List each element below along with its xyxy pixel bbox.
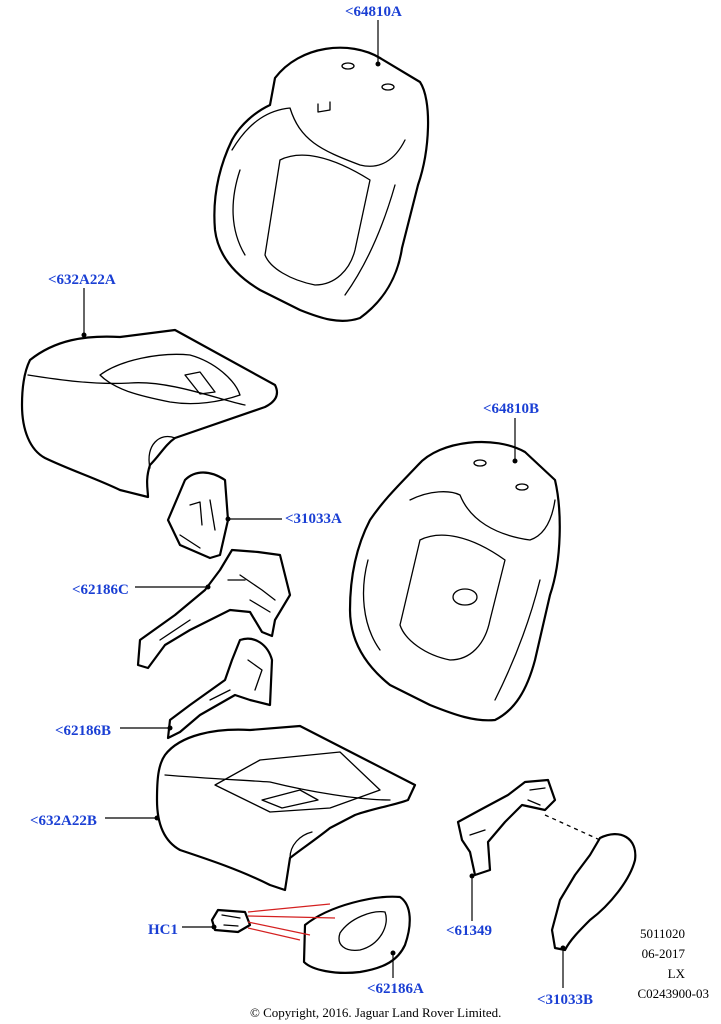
callout-64810A[interactable]: <64810A [345,4,402,20]
copyright-notice: © Copyright, 2016. Jaguar Land Rover Lim… [250,1005,502,1020]
part-62186C-bracket [136,548,292,670]
callout-31033B[interactable]: <31033B [537,992,594,1008]
part-HC1-clip [210,908,252,934]
part-64810A-seat-back [213,46,430,322]
leader-lines [81,20,566,988]
callout-31033A[interactable]: <31033A [285,511,342,527]
part-64810B-seat-back [348,440,561,722]
part-632A22B-seat-cushion [155,724,417,892]
diagram-model: LX [667,966,685,981]
part-62186A-panel [302,895,411,974]
diagram-code: 5011020 [639,926,685,941]
callout-64810B[interactable]: <64810B [483,401,540,417]
diagram-date: 06-2017 [641,946,685,961]
hc1-red-leaders [247,903,336,941]
callout-HC1[interactable]: HC1 [148,922,178,938]
callout-62186C[interactable]: <62186C [72,582,129,598]
part-31033A-trim [166,471,230,560]
part-31033B-trim [544,814,637,952]
callout-62186B[interactable]: <62186B [55,723,112,739]
part-61349-bracket [456,778,557,877]
part-632A22A-seat-cushion [20,328,279,499]
callout-61349[interactable]: <61349 [446,923,493,939]
part-62186B-bracket [166,637,274,740]
diagram-reference: C0243900-03 [637,986,710,1001]
callout-62186A[interactable]: <62186A [367,981,424,997]
callout-632A22A[interactable]: <632A22A [48,272,116,288]
callout-632A22B[interactable]: <632A22B [30,813,97,829]
